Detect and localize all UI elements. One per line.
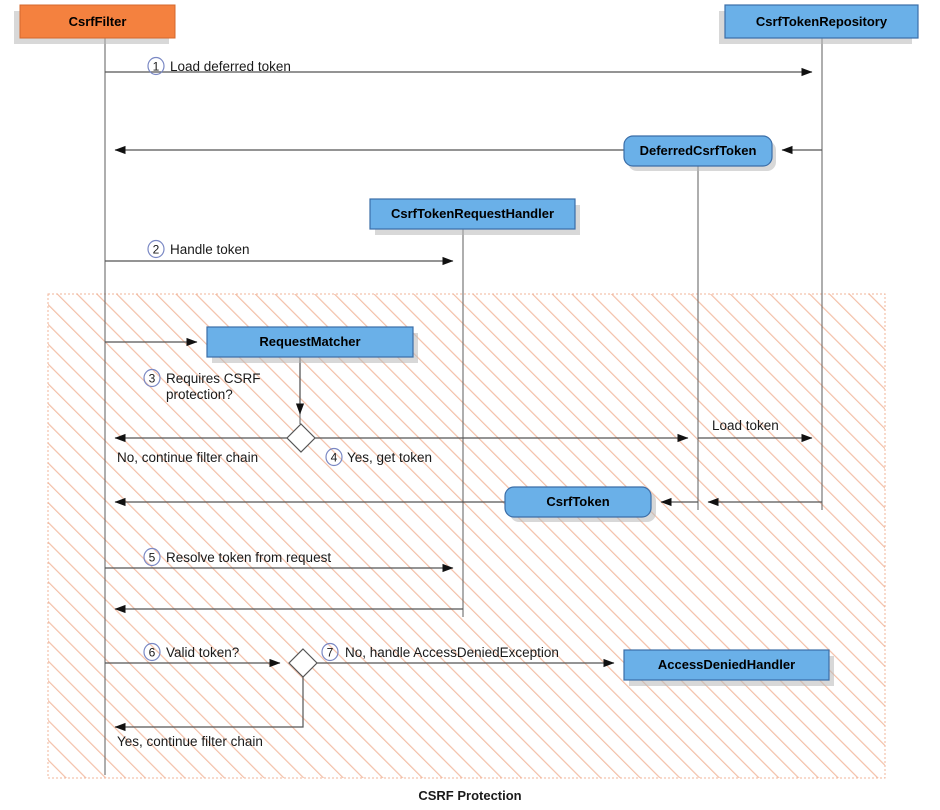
label-valid-token: Valid token? bbox=[166, 645, 239, 660]
badge-4-text: 4 bbox=[331, 451, 338, 465]
participant-csrf-token-repository[interactable]: CsrfTokenRepository bbox=[719, 4, 919, 44]
decision-diamonds bbox=[286, 423, 318, 678]
label-requires-csrf-protection-line1: Requires CSRF bbox=[166, 371, 261, 386]
decision-valid-token bbox=[288, 648, 318, 678]
participant-csrf-filter[interactable]: CsrfFilter bbox=[14, 4, 176, 44]
decision-requires-csrf bbox=[286, 423, 316, 453]
csrf-filter-box bbox=[19, 4, 176, 39]
badge-3-text: 3 bbox=[149, 372, 156, 386]
badge-3: 3 bbox=[143, 368, 161, 388]
lifelines bbox=[104, 38, 823, 775]
badge-2-text: 2 bbox=[153, 243, 160, 257]
participant-deferred-csrf-token[interactable]: DeferredCsrfToken bbox=[623, 135, 776, 171]
request-matcher-label: RequestMatcher bbox=[259, 334, 360, 349]
csrf-token-request-handler-label: CsrfTokenRequestHandler bbox=[391, 206, 554, 221]
participant-csrf-token[interactable]: CsrfToken bbox=[504, 486, 656, 522]
badge-6: 6 bbox=[143, 642, 161, 662]
access-denied-handler-label: AccessDeniedHandler bbox=[658, 657, 795, 672]
diagram-caption: CSRF Protection bbox=[418, 788, 521, 803]
label-resolve-token-from-request: Resolve token from request bbox=[166, 550, 331, 565]
label-no-handle-access-denied-exception: No, handle AccessDeniedException bbox=[345, 645, 559, 660]
access-denied-handler-box bbox=[623, 649, 830, 681]
badge-1: 1 bbox=[147, 56, 165, 76]
deferred-csrf-token-box bbox=[623, 135, 773, 167]
label-handle-token: Handle token bbox=[170, 242, 250, 257]
csrf-protection-region bbox=[47, 293, 886, 779]
participant-csrf-token-request-handler[interactable]: CsrfTokenRequestHandler bbox=[369, 198, 580, 235]
badge-5-text: 5 bbox=[149, 551, 156, 565]
badge-1-text: 1 bbox=[153, 60, 160, 74]
badge-5: 5 bbox=[143, 547, 161, 567]
message-number-badges: 1 2 3 4 5 6 7 bbox=[143, 56, 343, 662]
badge-4: 4 bbox=[325, 447, 343, 467]
badge-7-text: 7 bbox=[327, 646, 334, 660]
label-requires-csrf-protection-line2: protection? bbox=[166, 387, 233, 402]
badge-2: 2 bbox=[147, 239, 165, 259]
label-yes-get-token: Yes, get token bbox=[347, 450, 432, 465]
csrf-token-label: CsrfToken bbox=[546, 494, 609, 509]
label-yes-continue-filter-chain: Yes, continue filter chain bbox=[117, 734, 263, 749]
request-matcher-box bbox=[206, 326, 414, 358]
participant-request-matcher[interactable]: RequestMatcher bbox=[206, 326, 418, 363]
csrf-token-repository-label: CsrfTokenRepository bbox=[756, 14, 888, 29]
label-no-continue-filter-chain: No, continue filter chain bbox=[117, 450, 258, 465]
label-load-token: Load token bbox=[712, 418, 779, 433]
participant-access-denied-handler[interactable]: AccessDeniedHandler bbox=[623, 649, 834, 686]
messages bbox=[105, 67, 822, 732]
badge-7: 7 bbox=[321, 642, 339, 662]
csrf-token-request-handler-box bbox=[369, 198, 576, 230]
csrf-token-box bbox=[504, 486, 652, 518]
csrf-token-repository-box bbox=[724, 4, 919, 39]
message-yes-continue-filter-chain bbox=[114, 677, 304, 732]
csrf-filter-label: CsrfFilter bbox=[69, 14, 127, 29]
badge-6-text: 6 bbox=[149, 646, 156, 660]
deferred-csrf-token-label: DeferredCsrfToken bbox=[640, 143, 757, 158]
label-load-deferred-token: Load deferred token bbox=[170, 59, 291, 74]
message-labels: Load deferred token Handle token Require… bbox=[117, 59, 779, 749]
